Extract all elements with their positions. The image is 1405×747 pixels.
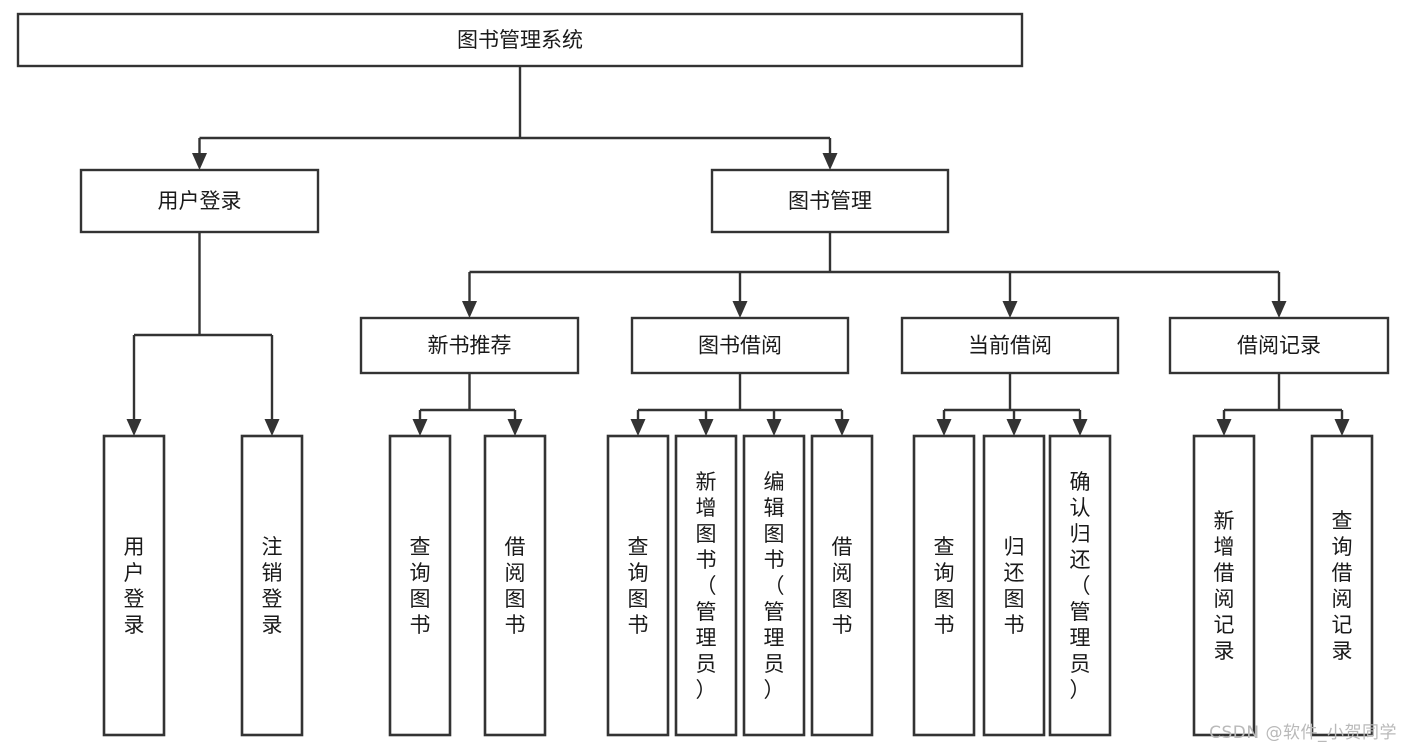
node-label-leaf-query-borrow-record: 查询借阅记录	[1332, 509, 1353, 663]
node-box-user-login	[79, 168, 320, 234]
arrow-icon-user-login	[192, 153, 207, 170]
node-label-leaf-query-book-recommend: 查询图书	[410, 535, 431, 637]
arrow-icon-leaf-borrow-book	[834, 419, 850, 436]
node-label-leaf-borrow-book-recommend: 借阅图书	[505, 535, 526, 637]
node-label-leaf-query-book-borrow: 查询图书	[628, 535, 649, 637]
node-user-login[interactable]: 用户登录	[79, 168, 320, 234]
node-label-leaf-user-login: 用户登录	[124, 535, 145, 637]
node-root[interactable]: 图书管理系统	[16, 12, 1024, 68]
node-leaf-return-book[interactable]: 归还图书	[982, 434, 1046, 737]
arrow-icon-borrow-record	[1271, 301, 1287, 318]
node-label-leaf-add-borrow-record: 新增借阅记录	[1214, 509, 1235, 663]
node-leaf-add-book-admin[interactable]: 新增图书（管理员）	[674, 434, 738, 737]
node-leaf-query-book-borrow[interactable]: 查询图书	[606, 434, 670, 737]
node-leaf-add-borrow-record[interactable]: 新增借阅记录	[1192, 434, 1256, 737]
node-label-book-management: 图书管理	[788, 189, 872, 213]
node-leaf-query-book-current[interactable]: 查询图书	[912, 434, 976, 737]
node-box-leaf-edit-book-admin	[742, 434, 806, 737]
arrow-icon-leaf-return-book	[1006, 419, 1022, 436]
node-label-current-borrow: 当前借阅	[968, 334, 1052, 358]
node-box-new-book-recommend	[359, 316, 580, 375]
node-box-current-borrow	[900, 316, 1120, 375]
node-label-leaf-confirm-return-admin: 确认归还（管理员）	[1070, 470, 1091, 702]
csdn-watermark: CSDN @软件_小贺同学	[1209, 723, 1397, 743]
node-label-leaf-query-book-current: 查询图书	[934, 535, 955, 637]
arrow-icon-leaf-query-book-borrow	[630, 419, 646, 436]
node-label-book-borrow: 图书借阅	[698, 334, 782, 358]
node-current-borrow[interactable]: 当前借阅	[900, 316, 1120, 375]
node-box-leaf-query-book-recommend	[388, 434, 452, 737]
node-book-borrow[interactable]: 图书借阅	[630, 316, 850, 375]
node-label-leaf-logout: 注销登录	[262, 535, 283, 637]
node-leaf-confirm-return-admin[interactable]: 确认归还（管理员）	[1048, 434, 1112, 737]
node-label-root: 图书管理系统	[457, 28, 583, 52]
node-box-leaf-add-borrow-record	[1192, 434, 1256, 737]
node-layer: 图书管理系统用户登录图书管理新书推荐图书借阅当前借阅借阅记录用户登录注销登录查询…	[16, 12, 1390, 737]
arrow-icon-leaf-confirm-return-admin	[1072, 419, 1088, 436]
arrow-icon-leaf-logout	[264, 419, 280, 436]
node-box-leaf-query-book-borrow	[606, 434, 670, 737]
arrow-icon-book-borrow	[732, 301, 748, 318]
node-box-book-borrow	[630, 316, 850, 375]
node-box-leaf-borrow-book-recommend	[483, 434, 547, 737]
node-label-leaf-borrow-book: 借阅图书	[832, 535, 853, 637]
connector-layer	[126, 66, 1350, 436]
node-box-leaf-user-login	[102, 434, 166, 737]
node-box-book-management	[710, 168, 950, 234]
node-leaf-query-book-recommend[interactable]: 查询图书	[388, 434, 452, 737]
arrow-icon-leaf-add-book-admin	[698, 419, 714, 436]
arrow-icon-leaf-edit-book-admin	[766, 419, 782, 436]
node-box-borrow-record	[1168, 316, 1390, 375]
node-leaf-query-borrow-record[interactable]: 查询借阅记录	[1310, 434, 1374, 737]
node-leaf-logout[interactable]: 注销登录	[240, 434, 304, 737]
node-box-leaf-query-borrow-record	[1310, 434, 1374, 737]
node-leaf-borrow-book-recommend[interactable]: 借阅图书	[483, 434, 547, 737]
node-box-leaf-add-book-admin	[674, 434, 738, 737]
node-leaf-borrow-book[interactable]: 借阅图书	[810, 434, 874, 737]
node-new-book-recommend[interactable]: 新书推荐	[359, 316, 580, 375]
node-label-leaf-return-book: 归还图书	[1004, 535, 1025, 637]
node-label-user-login: 用户登录	[158, 189, 242, 213]
arrow-icon-leaf-query-book-recommend	[412, 419, 428, 436]
node-box-leaf-borrow-book	[810, 434, 874, 737]
node-label-leaf-add-book-admin: 新增图书（管理员）	[696, 470, 717, 702]
arrow-icon-new-book-recommend	[462, 301, 477, 318]
node-label-leaf-edit-book-admin: 编辑图书（管理员）	[764, 470, 785, 702]
arrow-icon-leaf-borrow-book-recommend	[507, 419, 523, 436]
arrow-icon-current-borrow	[1002, 301, 1018, 318]
node-box-leaf-return-book	[982, 434, 1046, 737]
arrow-icon-leaf-query-borrow-record	[1334, 419, 1350, 436]
node-leaf-edit-book-admin[interactable]: 编辑图书（管理员）	[742, 434, 806, 737]
node-leaf-user-login[interactable]: 用户登录	[102, 434, 166, 737]
node-book-management[interactable]: 图书管理	[710, 168, 950, 234]
node-box-leaf-logout	[240, 434, 304, 737]
node-borrow-record[interactable]: 借阅记录	[1168, 316, 1390, 375]
node-label-borrow-record: 借阅记录	[1237, 334, 1321, 358]
arrow-icon-leaf-user-login	[126, 419, 142, 436]
arrow-icon-leaf-add-borrow-record	[1216, 419, 1232, 436]
node-label-new-book-recommend: 新书推荐	[428, 334, 512, 358]
arrow-icon-book-management	[822, 153, 838, 170]
arrow-icon-leaf-query-book-current	[936, 419, 952, 436]
node-box-root	[16, 12, 1024, 68]
node-box-leaf-query-book-current	[912, 434, 976, 737]
node-box-leaf-confirm-return-admin	[1048, 434, 1112, 737]
